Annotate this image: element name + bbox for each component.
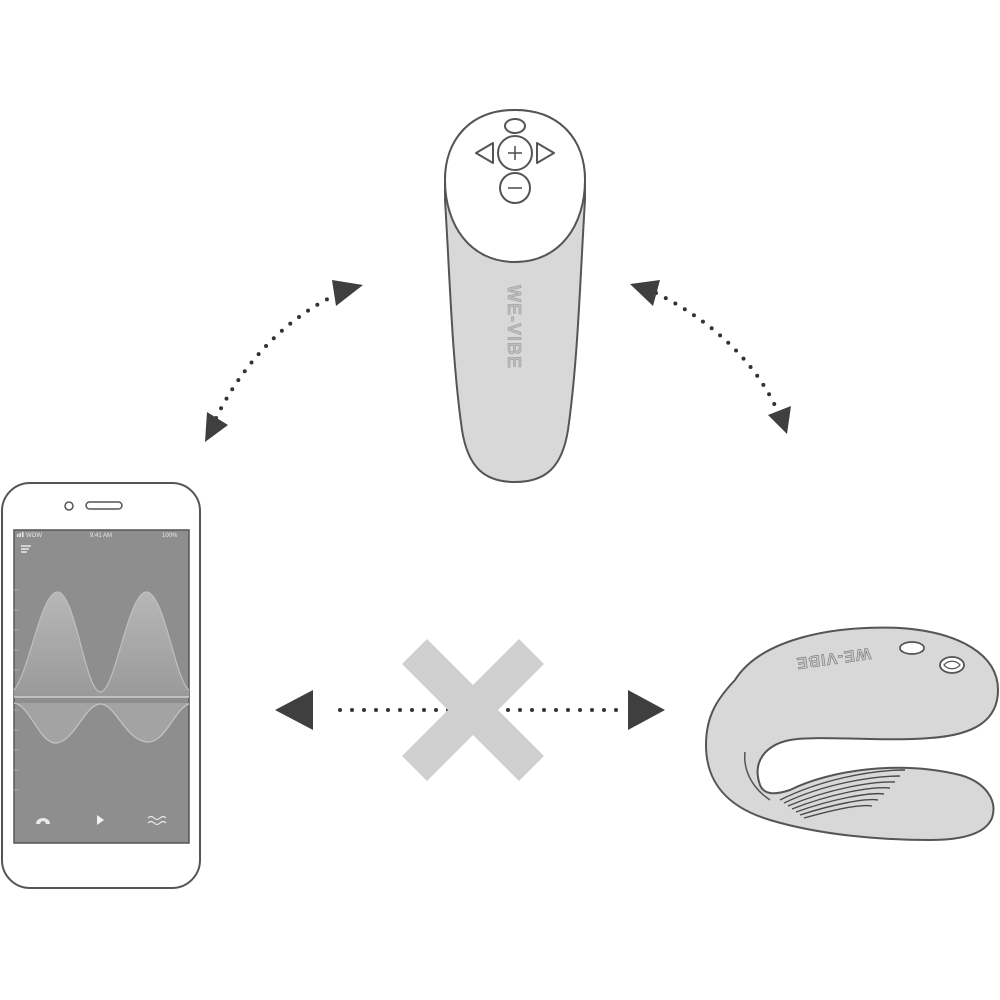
device-icon[interactable] — [36, 818, 50, 824]
vibration-wave-upper — [14, 591, 189, 697]
connection-remote-vibrator — [630, 280, 791, 434]
remote-right-button — [536, 142, 555, 164]
couples-vibrator: WE-VIBE — [704, 626, 1000, 842]
vibrator-mode-button — [939, 656, 965, 674]
status-time: 9:41 AM — [90, 533, 112, 539]
arrow-head-left — [275, 690, 313, 730]
remote-left-button — [475, 142, 494, 164]
plus-icon — [508, 146, 522, 160]
connection-phone-vibrator-blocked — [275, 639, 665, 781]
play-icon[interactable] — [97, 815, 104, 825]
smartphone: WOW 9:41 AM 100% — [1, 482, 201, 889]
status-battery: 100% — [162, 533, 178, 539]
blocked-x-icon — [402, 639, 544, 781]
menu-icon[interactable] — [21, 545, 31, 553]
vibration-wave-lower — [14, 703, 189, 744]
wave-mode-icon[interactable] — [147, 815, 167, 826]
remote-control: WE-VIBE — [443, 108, 587, 484]
phone-camera — [64, 501, 74, 511]
phone-speaker — [85, 501, 123, 510]
connection-phone-remote — [205, 280, 363, 442]
arrow-head-vibrator — [768, 406, 791, 434]
arrow-head-right — [628, 690, 665, 730]
remote-brand-logo: WE-VIBE — [504, 285, 524, 369]
ridge-texture — [779, 769, 906, 819]
arrow-head-remote-left — [332, 280, 363, 306]
status-carrier: WOW — [26, 533, 42, 539]
signal-icon — [17, 532, 24, 537]
arrow-head-phone — [205, 412, 228, 442]
remote-top-button — [504, 118, 526, 134]
vibrator-mode-icon — [943, 660, 961, 670]
vibrator-power-button — [899, 641, 925, 655]
arrow-head-remote-right — [630, 280, 660, 306]
